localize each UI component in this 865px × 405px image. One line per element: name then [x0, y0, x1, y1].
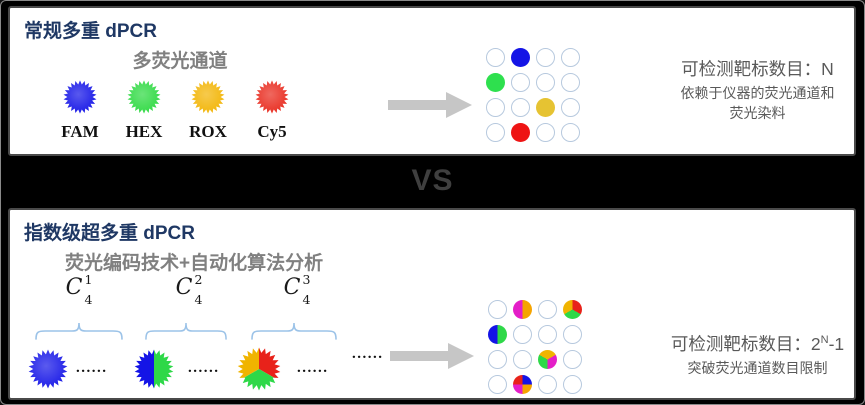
detectable-targets-line: 可检测靶标数目：2N-1 [650, 331, 864, 356]
ellipsis-dots: ...... [297, 360, 329, 376]
droplet-empty [486, 123, 505, 142]
result-text-block: 可检测靶标数目：2N-1 突破荧光通道数目限制 [650, 331, 864, 379]
result-exponent: N [820, 334, 829, 347]
droplet-multicolor [563, 300, 582, 319]
conventional-dpcr-panel: 常规多重 dPCR 多荧光通道 FAM HEX ROX Cy5 可检测靶标数目：N 依… [8, 6, 856, 156]
encoded-droplet-star [28, 349, 68, 394]
brace-icon [145, 322, 227, 340]
droplet-empty [488, 300, 507, 319]
brace-icon [251, 322, 337, 340]
droplet-empty [563, 325, 582, 344]
droplet-empty [488, 375, 507, 394]
droplet-multicolor [538, 350, 557, 369]
droplet-empty [561, 73, 580, 92]
droplet-multicolor [513, 375, 532, 394]
math-c: C [175, 275, 193, 301]
coding-technique-label: 荧光编码技术+自动化算法分析 [65, 253, 324, 274]
math-sup: 3 [302, 272, 311, 287]
droplet-filled [511, 48, 530, 67]
dye-label: HEX [125, 122, 163, 141]
starburst-icon [63, 80, 97, 114]
panel-title: 常规多重 dPCR [24, 21, 158, 42]
dye-label: Cy5 [257, 122, 287, 141]
droplet-empty [561, 98, 580, 117]
droplet-empty [538, 300, 557, 319]
dye-label: FAM [61, 122, 99, 141]
math-sub: 4 [302, 291, 311, 307]
math-sup: 2 [194, 272, 203, 287]
arrow-right-icon [390, 343, 474, 369]
dye-hex: HEX [112, 80, 176, 142]
result-note-line: 荧光染料 [729, 104, 786, 121]
starburst-icon [237, 347, 281, 391]
result-text-block: 可检测靶标数目：N 依赖于仪器的荧光通道和 荧光染料 [650, 56, 864, 123]
detectable-targets-line: 可检测靶标数目：N [681, 59, 834, 79]
starburst-icon [28, 349, 68, 389]
droplet-empty [488, 350, 507, 369]
dye-rox: ROX [176, 80, 240, 142]
math-sup: 1 [84, 272, 93, 287]
droplet-empty [563, 375, 582, 394]
dye-cy5: Cy5 [240, 80, 304, 142]
dye-fam: FAM [48, 80, 112, 142]
arrow-right-icon [388, 92, 472, 118]
droplet-grid [486, 48, 580, 142]
droplet-filled [536, 98, 555, 117]
math-c: C [283, 275, 301, 301]
droplet-empty [563, 350, 582, 369]
vs-divider-label: VS [411, 164, 454, 197]
math-c: C [65, 275, 83, 301]
fluorescence-channels-label: 多荧光通道 [132, 51, 228, 72]
starburst-icon [191, 80, 225, 114]
ellipsis-dots: ...... [352, 346, 384, 362]
starburst-icon [127, 80, 161, 114]
result-note-line: 突破荧光通道数目限制 [687, 360, 828, 376]
brace-icon [35, 322, 123, 340]
droplet-multicolor [513, 300, 532, 319]
droplet-grid [488, 300, 582, 394]
result-note-line: 依赖于仪器的荧光通道和 [680, 85, 835, 101]
math-sub: 4 [84, 291, 93, 307]
droplet-empty [561, 48, 580, 67]
ellipsis-dots: ...... [76, 360, 108, 376]
droplet-multicolor [488, 325, 507, 344]
droplet-empty [538, 325, 557, 344]
droplet-empty [511, 73, 530, 92]
panel-title: 指数级超多重 dPCR [24, 223, 196, 244]
droplet-empty [536, 48, 555, 67]
starburst-icon [134, 349, 174, 389]
droplet-empty [536, 73, 555, 92]
droplet-empty [513, 350, 532, 369]
droplet-empty [513, 325, 532, 344]
droplet-empty [486, 48, 505, 67]
droplet-filled [511, 123, 530, 142]
droplet-empty [561, 123, 580, 142]
result-prefix: 可检测靶标数目：2 [670, 334, 821, 354]
dye-label: ROX [189, 122, 227, 141]
encoded-droplet-star [134, 349, 174, 394]
result-suffix: -1 [828, 334, 845, 354]
ellipsis-dots: ...... [188, 360, 220, 376]
starburst-icon [255, 80, 289, 114]
encoded-droplet-star [237, 347, 281, 396]
droplet-empty [536, 123, 555, 142]
dye-row: FAM HEX ROX Cy5 [48, 80, 304, 142]
droplet-empty [538, 375, 557, 394]
math-sub: 4 [194, 291, 203, 307]
droplet-empty [486, 98, 505, 117]
droplet-filled [486, 73, 505, 92]
droplet-empty [511, 98, 530, 117]
